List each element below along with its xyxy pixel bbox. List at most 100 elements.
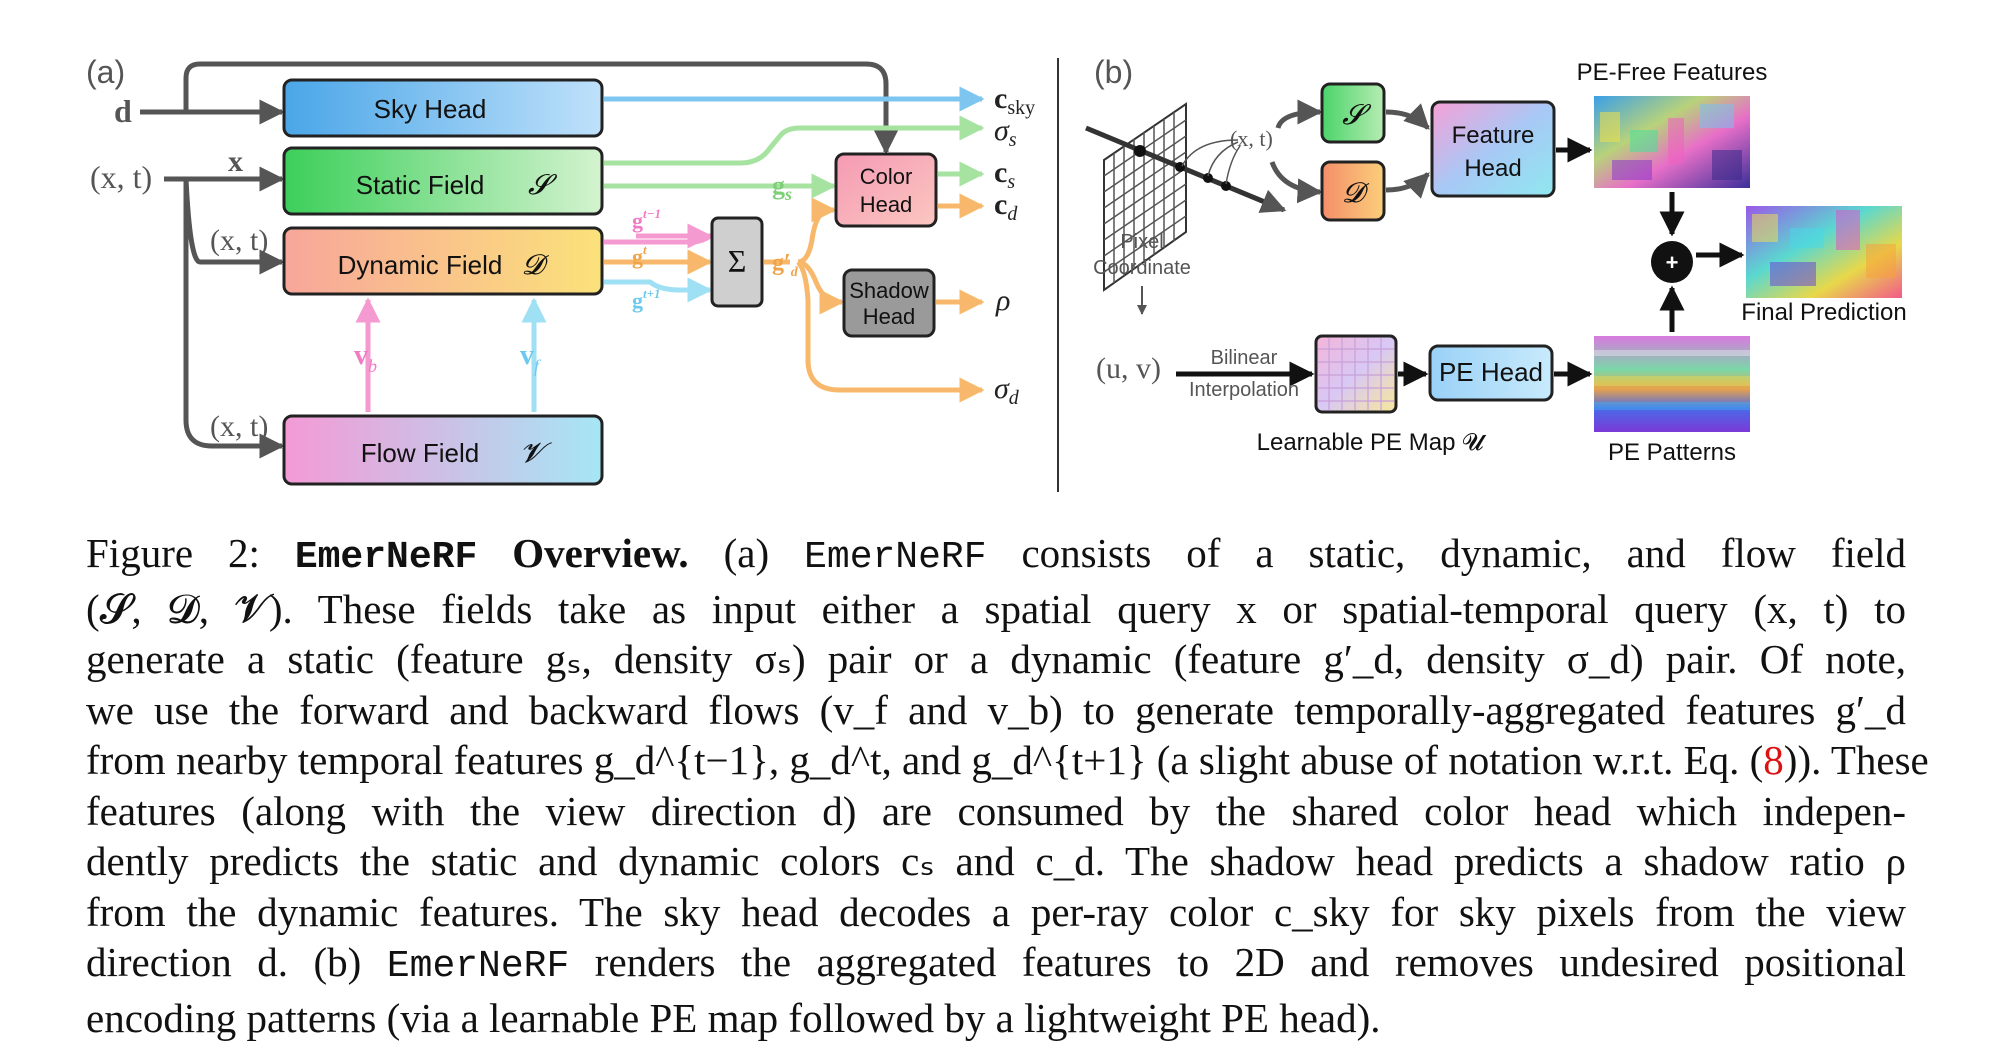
- feature-head-label-2: Head: [1464, 155, 1521, 182]
- static-field-label: Static Field: [356, 170, 485, 200]
- feature-gd-prev: gt−1: [632, 206, 661, 233]
- feature-gd-cur: gt: [632, 242, 647, 269]
- pe-patterns-label: PE Patterns: [1608, 439, 1736, 466]
- color-head-label-2: Head: [860, 192, 913, 217]
- flow-vb: vb: [354, 340, 377, 376]
- pe-free-title: PE-Free Features: [1577, 59, 1768, 86]
- panel-b-label: (b): [1094, 54, 1133, 90]
- pixel-coordinate-2: Coordinate: [1093, 257, 1191, 279]
- output-c-s: cs: [994, 156, 1015, 193]
- caption-line-5-end: )). These: [1783, 737, 1929, 783]
- plus-circle: [1651, 241, 1693, 283]
- arrow-gd-colorhead: [797, 197, 837, 265]
- input-x: x: [228, 145, 243, 178]
- shadow-head-box: [842, 268, 936, 338]
- dynamic-field-box: [282, 226, 604, 296]
- caption-part-a: (a): [688, 530, 805, 576]
- camera-ray: [1085, 125, 1287, 213]
- output-sigma-s: σs: [994, 114, 1017, 151]
- pixel-coordinate-1: Pixel: [1120, 231, 1163, 253]
- caption-eq-ref[interactable]: 8: [1763, 737, 1784, 783]
- output-sigma-d: σd: [994, 372, 1020, 409]
- output-c-sky: csky: [994, 82, 1035, 119]
- caption-line-9: direction d. (b) EmerNeRF renders the ag…: [86, 937, 1906, 993]
- panel-a-label: (a): [86, 54, 125, 90]
- caption-method-name-2: EmerNeRF: [804, 536, 987, 579]
- caption-figure-number: Figure 2:: [86, 530, 295, 576]
- caption-method-name: EmerNeRF: [294, 536, 478, 579]
- flow-field-box: [282, 414, 604, 486]
- figure-diagram: (a) d Sky Head (x, t) x (x, t) (x, t) St…: [86, 54, 1907, 492]
- final-prediction-texture: [1752, 210, 1896, 286]
- input-xt-flow: (x, t): [210, 410, 268, 443]
- feature-head-label-1: Feature: [1452, 122, 1535, 149]
- feature-gd-agg: g′d: [772, 250, 799, 280]
- arrow-gd-shadowhead: [797, 259, 845, 315]
- shadow-head-label-2: Head: [863, 304, 916, 329]
- input-d: d: [114, 93, 132, 129]
- caption-line-1: Figure 2: EmerNeRF Overview. (a) EmerNeR…: [86, 528, 1906, 584]
- ray-sample-3: [1203, 173, 1213, 183]
- pe-map-box: [1314, 334, 1398, 414]
- input-xt: (x, t): [90, 159, 152, 195]
- pe-patterns-texture: [1594, 350, 1750, 410]
- arrow-d-colorhead: [183, 61, 899, 155]
- caption-line-7: dently predicts the static and dynamic c…: [86, 838, 1906, 884]
- arrow-xt-flow: [183, 179, 285, 459]
- color-head-label-1: Color: [860, 164, 913, 189]
- caption-line-3: generate a static (feature gₛ, density σ…: [86, 636, 1906, 682]
- sample-curve-2: [1207, 141, 1239, 177]
- output-rho: ρ: [995, 284, 1010, 317]
- shadow-head-label-1: Shadow: [849, 278, 929, 303]
- sky-head-box: [282, 78, 604, 138]
- caption-line-1-text: consists of a static, dynamic, and flow …: [986, 530, 1906, 576]
- sum-box: [710, 216, 764, 308]
- pe-free-image-texture: [1600, 104, 1742, 180]
- feature-gd-next: gt+1: [632, 286, 661, 313]
- pe-map-label: Learnable PE Map 𝓤: [1257, 429, 1487, 456]
- feature-gs: gs: [772, 171, 792, 204]
- sum-symbol: Σ: [728, 243, 747, 279]
- caption-line-9-text: direction d. (b): [86, 939, 387, 985]
- input-xt-dyn: (x, t): [210, 224, 268, 257]
- flow-field-label: Flow Field: [361, 438, 479, 468]
- feature-head-box: [1430, 100, 1556, 198]
- figure-caption: Figure 2: EmerNeRF Overview. (a) EmerNeR…: [86, 528, 1929, 1043]
- bilinear-label-2: Interpolation: [1189, 379, 1299, 401]
- ray-sample-1: [1134, 145, 1146, 157]
- caption-line-5: from nearby temporal features g_d^{t−1},…: [86, 735, 1929, 786]
- caption-line-6: features (along with the view direction …: [86, 787, 1906, 834]
- s-box: [1320, 82, 1386, 144]
- pixel-grid: [1103, 102, 1187, 292]
- plus-symbol: +: [1666, 250, 1679, 275]
- pe-patterns-image: [1594, 336, 1750, 432]
- arrow-s-feature: [1385, 103, 1430, 130]
- d-box: [1320, 160, 1386, 222]
- arrow-to-s: [1275, 99, 1323, 129]
- pe-head-box: [1428, 344, 1554, 402]
- arrow-gd-next-sum: [604, 277, 713, 303]
- pe-head-label: PE Head: [1439, 357, 1543, 387]
- arrow-d-feature: [1385, 172, 1430, 199]
- arrow-gd-sigma-d: [796, 260, 985, 403]
- caption-title: Overview.: [477, 530, 689, 576]
- static-field-box: [282, 146, 604, 216]
- caption-line-9-end: renders the aggregated features to 2D an…: [569, 939, 1906, 985]
- flow-vf: vf: [520, 340, 542, 376]
- arrow-static-sigma-s: [604, 115, 985, 166]
- color-head-box: [834, 152, 938, 228]
- caption-line-8: from the dynamic features. The sky head …: [86, 888, 1906, 935]
- xt-query: (x, t): [1230, 126, 1273, 151]
- bilinear-label-1: Bilinear: [1211, 347, 1278, 369]
- pe-map-grid: [1318, 338, 1394, 410]
- caption-line-2: (𝓢, 𝓓, 𝓥). These fields take as input ei…: [86, 585, 1906, 632]
- caption-line-4: we use the forward and backward flows (v…: [86, 686, 1906, 733]
- caption-line-5-text: from nearby temporal features g_d^{t−1},…: [86, 737, 1764, 783]
- caption-line-10: encoding patterns (via a learnable PE ma…: [86, 994, 1381, 1041]
- sample-curve-1: [1181, 139, 1239, 167]
- ray-sample-4: [1221, 181, 1231, 191]
- uv-input: (u, v): [1096, 352, 1161, 385]
- sample-curve-3: [1225, 145, 1241, 185]
- final-prediction-label: Final Prediction: [1741, 299, 1906, 326]
- sky-head-label: Sky Head: [374, 94, 487, 124]
